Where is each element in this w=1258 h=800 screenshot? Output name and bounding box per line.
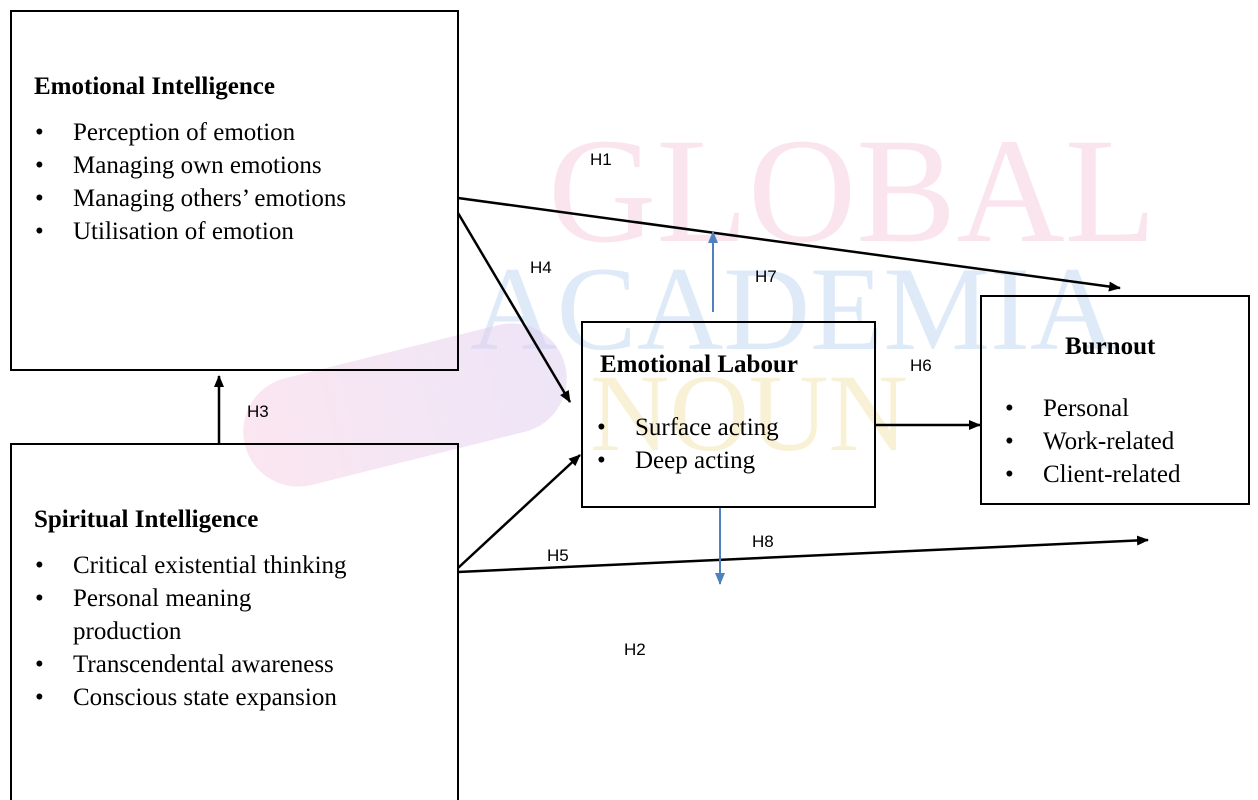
emotional-intelligence-list: Perception of emotion Managing own emoti… bbox=[31, 116, 451, 248]
label-h6: H6 bbox=[910, 356, 932, 375]
list-item: Managing own emotions bbox=[31, 149, 451, 182]
spiritual-intelligence-title: Spiritual Intelligence bbox=[34, 506, 259, 533]
list-item: Surface acting bbox=[593, 411, 863, 444]
label-h2: H2 bbox=[624, 640, 646, 659]
list-item: Work-related bbox=[1001, 425, 1246, 458]
arrow-h4 bbox=[456, 212, 572, 403]
label-h3: H3 bbox=[247, 402, 269, 421]
burnout-list: Personal Work-related Client-related bbox=[1001, 392, 1246, 491]
arrow-h2 bbox=[457, 535, 1149, 574]
burnout-title: Burnout bbox=[1065, 333, 1156, 360]
spiritual-intelligence-box: Spiritual Intelligence Critical existent… bbox=[10, 443, 459, 800]
emotional-labour-box: Emotional Labour Surface acting Deep act… bbox=[581, 321, 876, 508]
list-item: Personal meaning production bbox=[31, 582, 331, 648]
burnout-box: Burnout Personal Work-related Client-rel… bbox=[980, 295, 1250, 505]
list-item: Deep acting bbox=[593, 444, 863, 477]
label-h1: H1 bbox=[590, 150, 612, 169]
arrow-h1 bbox=[457, 196, 1121, 292]
list-item: Transcendental awareness bbox=[31, 648, 334, 681]
label-h5: H5 bbox=[547, 546, 569, 565]
list-item: Managing others’ emotions bbox=[31, 182, 451, 215]
spiritual-intelligence-list: Critical existential thinking Personal m… bbox=[31, 549, 347, 714]
list-item: Conscious state expansion bbox=[31, 681, 337, 714]
emotional-labour-list: Surface acting Deep acting bbox=[593, 411, 863, 477]
emotional-labour-title: Emotional Labour bbox=[600, 351, 798, 378]
label-h8: H8 bbox=[752, 532, 774, 551]
emotional-intelligence-title: Emotional Intelligence bbox=[34, 73, 275, 100]
list-item: Client-related bbox=[1001, 458, 1246, 491]
list-item: Personal bbox=[1001, 392, 1246, 425]
label-h7: H7 bbox=[755, 267, 777, 286]
list-item: Critical existential thinking bbox=[31, 549, 347, 582]
list-item: Utilisation of emotion bbox=[31, 215, 451, 248]
list-item: Perception of emotion bbox=[31, 116, 451, 149]
emotional-intelligence-box: Emotional Intelligence Perception of emo… bbox=[10, 10, 459, 371]
label-h4: H4 bbox=[530, 258, 552, 277]
